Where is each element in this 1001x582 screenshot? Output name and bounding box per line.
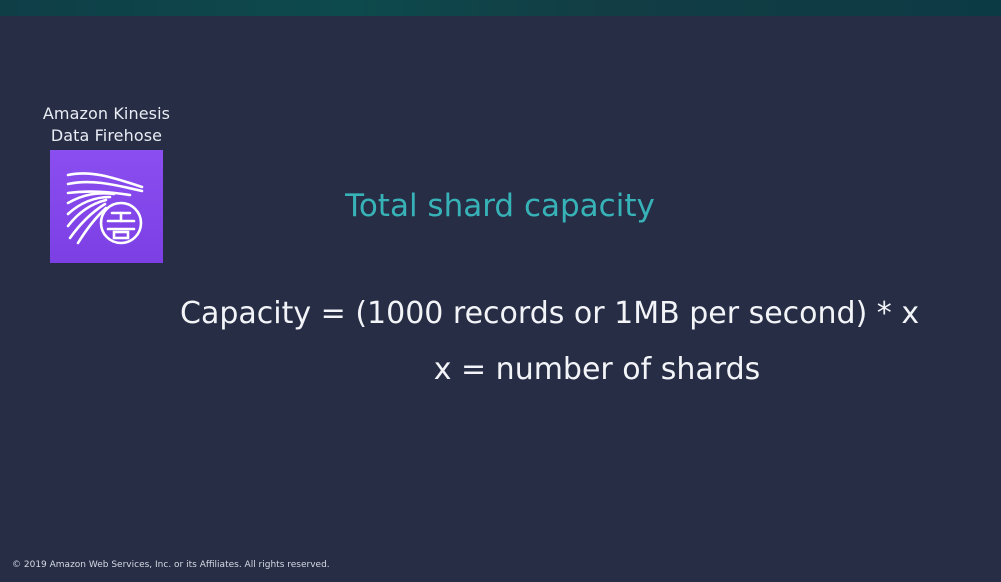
copyright-notice: © 2019 Amazon Web Services, Inc. or its … xyxy=(12,560,330,570)
variable-definition: x = number of shards xyxy=(433,352,761,387)
slide-title: Total shard capacity xyxy=(345,188,655,224)
top-banner-strip xyxy=(0,0,1001,16)
product-name-line2: Data Firehose xyxy=(50,126,163,145)
kinesis-data-firehose-icon xyxy=(50,150,163,263)
product-label: Amazon Kinesis Data Firehose xyxy=(34,103,179,147)
product-name-line1: Amazon Kinesis xyxy=(42,104,171,123)
firehose-glyph xyxy=(66,172,144,245)
capacity-formula: Capacity = (1000 records or 1MB per seco… xyxy=(180,296,920,331)
